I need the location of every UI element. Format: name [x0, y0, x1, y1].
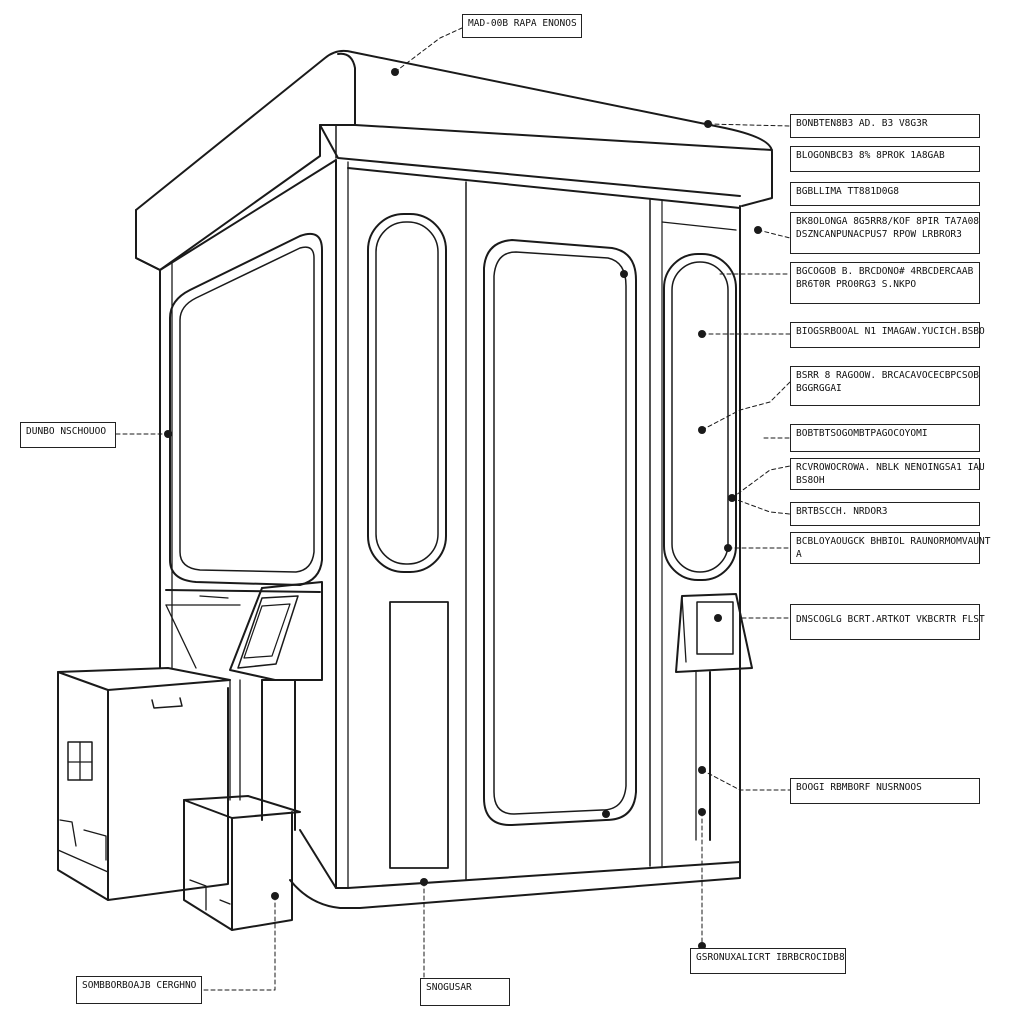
callout-text: BOOGI RBMBORF NUSRNOOS: [796, 782, 922, 793]
callout-text: DNSCOGLG BCRT.ARTKOT VKBCRTR FLST: [796, 614, 985, 625]
callout-text: SOMBBORBOAJB CERGHNO: [82, 980, 197, 991]
callout-text: RCVROWOCROWA. NBLK NENOINGSA1 IAU: [796, 462, 985, 473]
callout-roof-cap: MAD-00B RAPA ENONOS: [462, 14, 582, 38]
callout-right-8: BOBTBTSOGOMBTPAGOCOYOMI: [790, 424, 980, 452]
booth-body: [159, 159, 741, 909]
callout-text: BGCOGOB B. BRCDONO# 4RBCDERCAAB: [796, 266, 974, 277]
callout-right-1: BONBTEN8B3 AD. B3 V8G3R: [790, 114, 980, 138]
callout-text: DUNBO NSCHOUOO: [26, 426, 107, 437]
leader-lines: [115, 27, 791, 991]
callout-text: BOBTBTSOGOMBTPAGOCOYOMI: [796, 428, 928, 439]
callout-bottom-1: SOMBBORBOAJB CERGHNO: [76, 976, 202, 1004]
callout-right-9: RCVROWOCROWA. NBLK NENOINGSA1 IAU BS8OH: [790, 458, 985, 490]
callout-text: MAD-00B RAPA ENONOS: [468, 18, 577, 29]
callout-text: A: [796, 549, 802, 560]
callout-text: GSRONUXALICRT IBRBCROCIDB8: [696, 952, 845, 963]
storage-bins: [57, 667, 301, 931]
callout-text: BS8OH: [796, 475, 825, 486]
callout-text: BSRR 8 RAGOOW. BRCACAVOCECBPCSOB: [796, 370, 980, 381]
callout-right-5: BGCOGOB B. BRCDONO# 4RBCDERCAAB BR6T0R P…: [790, 262, 980, 304]
callout-right-13: BOOGI RBMBORF NUSRNOOS: [790, 778, 980, 804]
callout-left-1: DUNBO NSCHOUOO: [20, 422, 116, 448]
callout-text: BRTBSCCH. NRDOR3: [796, 506, 888, 517]
callout-right-10: BRTBSCCH. NRDOR3: [790, 502, 980, 526]
callout-right-7: BSRR 8 RAGOOW. BRCACAVOCECBPCSOB BGGRGGA…: [790, 366, 980, 406]
roof-canopy: [135, 49, 773, 271]
callout-text: BGBLLIMA TT881D0G8: [796, 186, 899, 197]
kiosks: [165, 581, 753, 841]
callout-right-6: BIOGSRBOOAL N1 IMAGAW.YUCICH.BSBO: [790, 322, 985, 348]
callout-text: DSZNCANPUNACPUS7 RPOW LRBROR3: [796, 229, 962, 240]
windows: [169, 213, 737, 869]
callout-right-3: BGBLLIMA TT881D0G8: [790, 182, 980, 206]
callout-right-2: BLOGONBCB3 8% 8PROK 1A8GAB: [790, 146, 980, 172]
callout-text: BLOGONBCB3 8% 8PROK 1A8GAB: [796, 150, 945, 161]
callout-text: SNOGUSAR: [426, 982, 472, 993]
callout-right-12: DNSCOGLG BCRT.ARTKOT VKBCRTR FLST: [790, 604, 985, 640]
callout-text: BK8OLONGA 8G5RR8/KOF 8PIR TA7A08: [796, 216, 980, 227]
callout-text: BGGRGGAI: [796, 383, 842, 394]
callout-right-4: BK8OLONGA 8G5RR8/KOF 8PIR TA7A08 DSZNCAN…: [790, 212, 980, 254]
callout-text: BCBLOYAOUGCK BHBIOL RAUNORMOMVAUNT: [796, 536, 991, 547]
callout-text: BR6T0R PRO0RG3 S.NKPO: [796, 279, 917, 290]
callout-bottom-3: GSRONUXALICRT IBRBCROCIDB8: [690, 948, 846, 974]
callout-right-11: BCBLOYAOUGCK BHBIOL RAUNORMOMVAUNT A: [790, 532, 991, 564]
callout-text: BONBTEN8B3 AD. B3 V8G3R: [796, 118, 928, 129]
callout-text: BIOGSRBOOAL N1 IMAGAW.YUCICH.BSBO: [796, 326, 985, 337]
callout-bottom-2: SNOGUSAR: [420, 978, 510, 1006]
